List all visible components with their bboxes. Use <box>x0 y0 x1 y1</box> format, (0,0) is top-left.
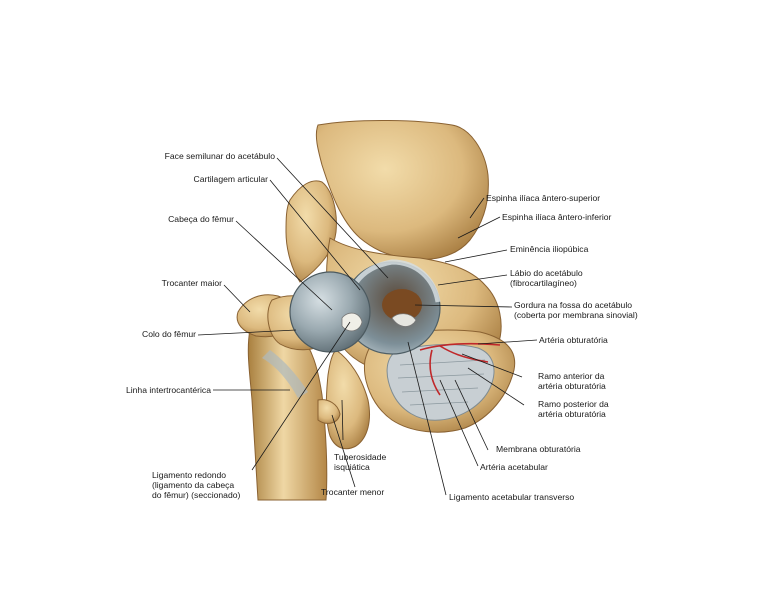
label-ramo-anterior: Ramo anterior da artéria obturatória <box>538 371 606 391</box>
label-arteria-acetabular: Artéria acetabular <box>480 462 548 472</box>
label-tuberosidade-isquiatica: Tuberosidade isquiática <box>334 452 387 472</box>
posterior-ilium <box>285 180 337 283</box>
label-espinha-antero-superior: Espinha ilíaca ântero-superior <box>486 193 601 203</box>
leader-lines <box>197 157 538 496</box>
label-gordura-fossa: Gordura na fossa do acetábulo (coberta p… <box>514 300 638 320</box>
label-ramo-posterior: Ramo posterior da artéria obturatória <box>538 399 609 419</box>
femoral-head <box>289 271 371 353</box>
label-membrana-obturatoria: Membrana obturatória <box>496 444 581 454</box>
label-linha-intertrocanterica: Linha intertrocantérica <box>125 385 211 395</box>
obturator-membrane <box>386 344 495 421</box>
label-ligamento-acetabular-transverso: Ligamento acetabular transverso <box>449 492 575 502</box>
label-trocanter-menor: Trocanter menor <box>321 487 385 497</box>
acetabular-fat <box>382 289 422 321</box>
label-arteria-obturatoria: Artéria obturatória <box>539 335 608 345</box>
femur-shaft <box>247 323 328 501</box>
label-cabeca-femur: Cabeça do fêmur <box>168 214 234 224</box>
obturator-artery <box>419 342 501 396</box>
label-cartilagem-articular: Cartilagem articular <box>193 174 268 184</box>
label-face-semilunar: Face semilunar do acetábulo <box>164 151 275 161</box>
label-eminencia-iliopubica: Eminência iliopúbica <box>510 244 589 254</box>
label-ligamento-redondo: Ligamento redondo (ligamento da cabeça d… <box>152 470 241 500</box>
label-labio-acetabulo: Lábio do acetábulo (fibrocartilagíneo) <box>510 268 583 288</box>
lesser-trochanter <box>317 399 341 424</box>
label-trocanter-maior: Trocanter maior <box>161 278 222 288</box>
ilium <box>315 120 489 260</box>
ischium <box>325 349 370 450</box>
label-colo-femur: Colo do fêmur <box>142 329 196 339</box>
label-espinha-antero-inferior: Espinha ilíaca ântero-inferior <box>502 212 612 222</box>
